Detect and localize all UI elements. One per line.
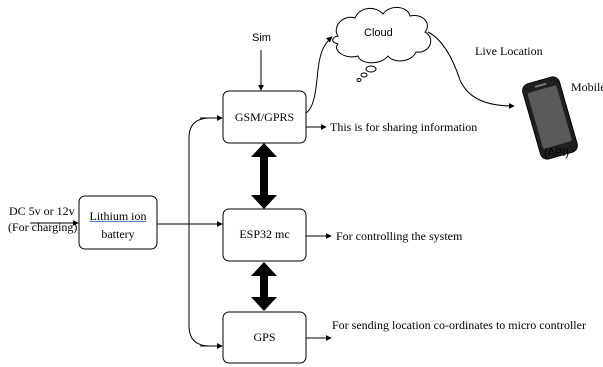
battery-label-line2: battery [101,227,135,241]
cloud-label: Cloud [364,27,393,39]
gsm-esp32-link-arrow [251,143,277,209]
live-location-label: Live Location [475,44,543,58]
battery-box [78,195,158,250]
gsm-box [222,90,307,144]
mobile-api-label: (API) [544,147,570,159]
dc-input-label-line1: DC 5v or 12v [9,204,75,218]
esp32-gps-link-arrow [251,262,277,311]
gsm-to-cloud-arrow [305,36,333,114]
gsm-description: This is for sharing information [330,120,478,134]
gsm-label: GSM/GPRS [234,110,295,124]
mobile-label: Mobile [571,80,603,94]
cloud-to-mobile-arrow [427,31,515,109]
dc-input-label-line2: (For charging) [8,220,78,234]
gps-description: For sending location co-ordinates to mic… [332,318,586,332]
battery-label-line1: Lithium ion [89,209,147,223]
smartphone-icon [522,76,578,160]
esp32-label: ESP32 mc [239,227,290,241]
cloud-icon [332,7,432,82]
gps-label: GPS [253,330,276,344]
sim-label: Sim [252,32,271,44]
esp32-box [222,208,307,262]
power-bus-line [188,117,211,347]
esp32-description: For controlling the system [336,229,463,243]
